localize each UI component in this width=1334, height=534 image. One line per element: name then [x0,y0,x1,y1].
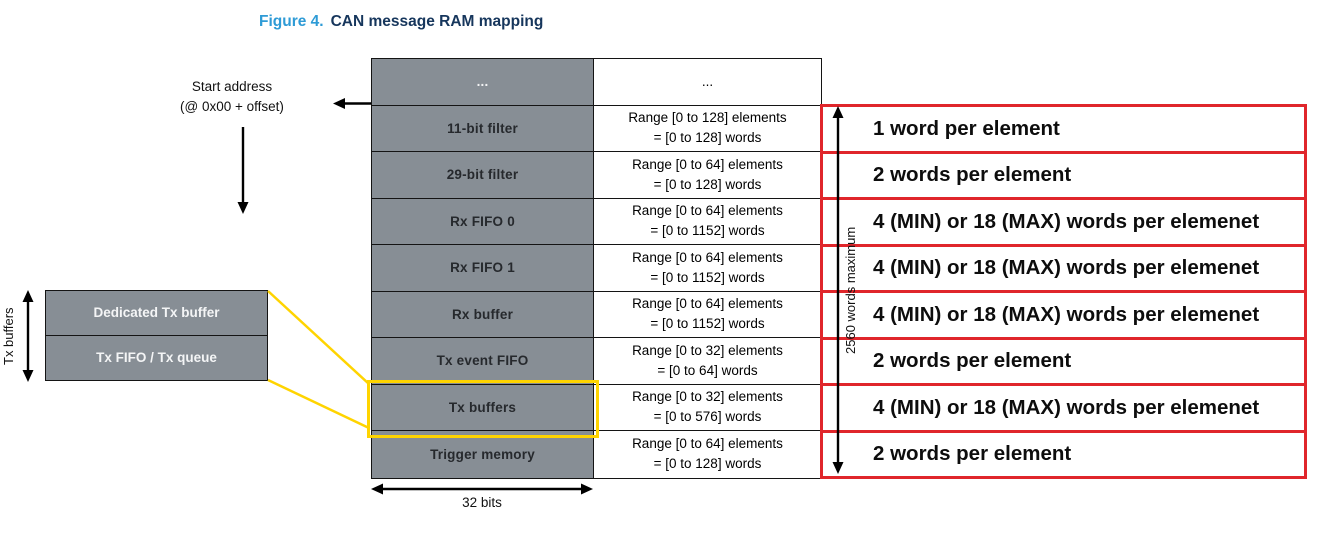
annotation-box: 4 (MIN) or 18 (MAX) words per elemenet [820,197,1307,247]
start-address-line2: (@ 0x00 + offset) [180,99,284,114]
ram-section-range: Range [0 to 64] elements = [0 to 128] wor… [594,431,821,478]
figure-number: Figure 4. [259,13,324,30]
range-line2: = [0 to 576] words [653,409,762,425]
range-line2: = [0 to 128] words [653,130,762,146]
range-line2: = [0 to 128] words [653,176,762,192]
annotation-box: 2 words per element [820,429,1307,479]
range-line1: Range [0 to 64] elements [632,203,783,218]
annotation-box: 4 (MIN) or 18 (MAX) words per elemenet [820,383,1307,433]
side-table-row-dedicated-tx-buffer: Dedicated Tx buffer [46,291,267,336]
yellow-connector-lines [267,290,370,430]
ram-section-label: 11-bit filter [372,105,594,152]
range-line1: Range [0 to 64] elements [632,156,783,172]
start-address-label: Start address (@ 0x00 + offset) [156,77,308,117]
ram-section-label: Rx FIFO 0 [372,198,594,245]
figure-title: Figure 4. CAN message RAM mapping [259,13,543,31]
tx-buffers-vertical-label: Tx buffers [1,307,16,365]
ram-section-label: Rx buffer [372,291,594,338]
range-line1: Range [0 to 32] elements [632,342,783,358]
offset-down-arrow [237,127,249,214]
ram-section-range: Range [0 to 32] elements = [0 to 576] wor… [594,384,821,431]
start-address-arrow [333,98,371,109]
ram-section-label: Tx buffers [372,384,594,431]
range-line1: Range [0 to 128] elements [628,110,787,125]
width-32-bits-label: 32 bits [462,495,502,510]
ram-section-range: Range [0 to 64] elements = [0 to 1152] wo… [594,291,821,338]
ram-section-label: ... [372,59,594,106]
width-32-bits-arrow [371,483,593,495]
ram-section-label: Trigger memory [372,431,594,478]
range-line2: = [0 to 128] words [653,456,762,472]
ram-section-range: Range [0 to 64] elements = [0 to 1152] wo… [594,198,821,245]
range-line2: = [0 to 1152] words [650,269,765,285]
tx-buffers-side-table: Dedicated Tx buffer Tx FIFO / Tx queue [45,290,268,381]
start-address-line1: Start address [191,79,273,94]
range-line1: Range [0 to 32] elements [632,389,783,404]
words-per-element-annotations: 1 word per element 2 words per element 4… [820,104,1307,479]
ram-mapping-table: ... ... 11-bit filter Range [0 to 128] e… [371,58,822,479]
range-line2: = [0 to 1152] words [650,223,765,239]
range-line1: ... [701,73,714,89]
ram-section-range: Range [0 to 32] elements = [0 to 64] word… [594,338,821,385]
range-line1: Range [0 to 64] elements [632,296,783,311]
ram-section-label: Rx FIFO 1 [372,245,594,292]
max-words-vertical-label: 2560 words maximum [843,226,858,354]
annotation-box: 1 word per element [820,104,1307,154]
annotation-box: 4 (MIN) or 18 (MAX) words per elemenet [820,243,1307,293]
range-line1: Range [0 to 64] elements [632,249,783,265]
range-line2: = [0 to 64] words [657,362,758,378]
ram-section-range: ... [594,59,821,106]
ram-section-label: Tx event FIFO [372,338,594,385]
range-line2: = [0 to 1152] words [650,316,765,332]
figure-caption: CAN message RAM mapping [330,13,544,30]
ram-section-range: Range [0 to 128] elements = [0 to 128] wo… [594,105,821,152]
side-table-row-tx-fifo-queue: Tx FIFO / Tx queue [46,335,267,380]
tx-buffers-span-arrow [22,290,34,382]
range-line1: Range [0 to 64] elements [632,436,783,451]
annotation-box: 2 words per element [820,336,1307,386]
annotation-box: 2 words per element [820,150,1307,200]
ram-section-range: Range [0 to 64] elements = [0 to 128] wor… [594,152,821,199]
ram-section-label: 29-bit filter [372,152,594,199]
ram-section-range: Range [0 to 64] elements = [0 to 1152] wo… [594,245,821,292]
annotation-box: 4 (MIN) or 18 (MAX) words per elemenet [820,290,1307,340]
